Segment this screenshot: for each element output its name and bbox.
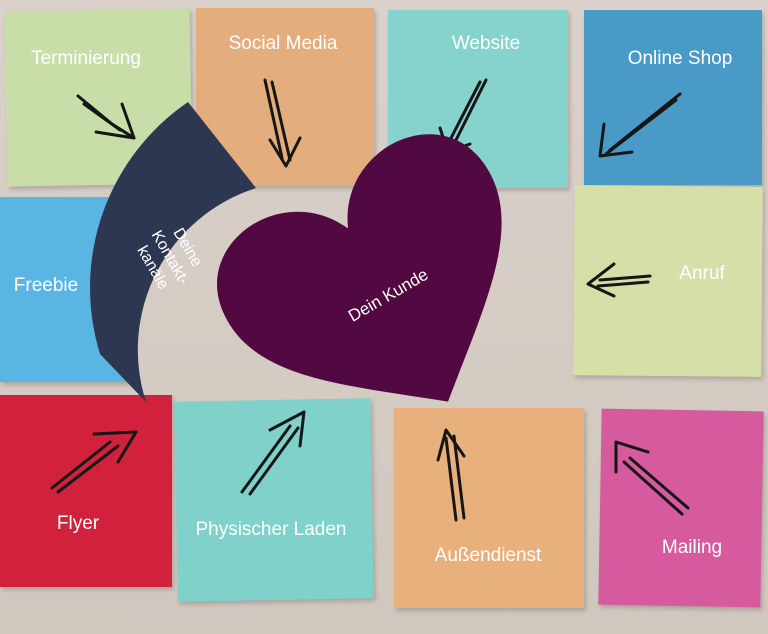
label-website: Website [418,18,554,70]
arrow-aussendienst [436,428,466,522]
arrow-online-shop [598,92,682,158]
label-social-media: Social Media [210,18,356,70]
arrow-flyer [50,430,138,494]
contact-channels-arc [90,102,256,402]
label-flyer: Flyer [8,498,148,550]
arrow-anruf [586,262,652,298]
arrow-social-media [263,78,302,168]
label-online-shop: Online Shop [610,33,750,85]
customer-heart [217,134,502,402]
label-freebie: Freebie [2,260,90,312]
arrow-terminierung [76,94,136,140]
label-terminierung: Terminierung [12,33,160,85]
arrow-physischer-laden [240,410,306,496]
label-anruf: Anruf [654,248,750,300]
label-mailing: Mailing [634,522,750,574]
label-physischer-laden: Physischer Laden [186,504,356,556]
arrow-mailing [614,440,690,516]
label-aussendienst: Außendienst [410,530,566,582]
note-flyer [0,395,172,587]
